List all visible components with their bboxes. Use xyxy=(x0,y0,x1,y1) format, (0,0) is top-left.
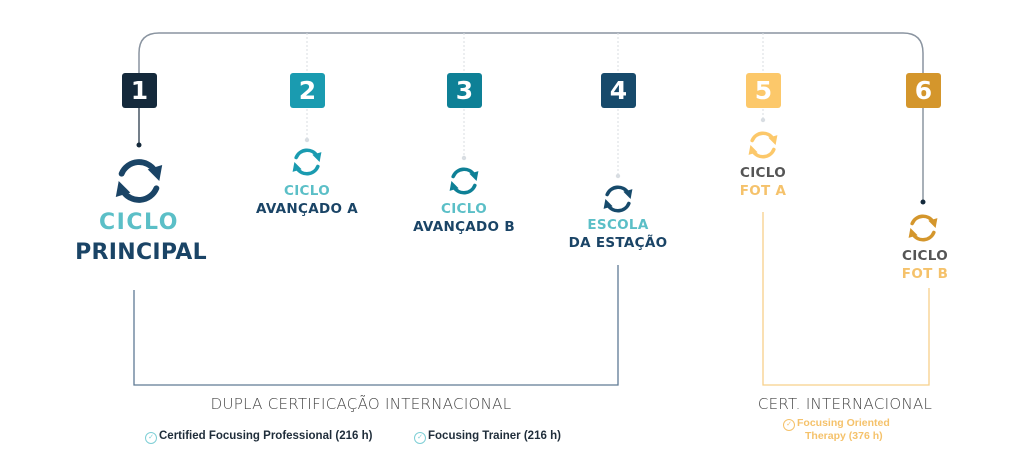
step-2-title: CICLO xyxy=(284,183,330,199)
step-5-title: CICLO xyxy=(740,165,786,181)
cycle-arrows-icon xyxy=(905,210,941,246)
cycle-arrows-icon xyxy=(745,127,781,163)
cycle-arrows-icon xyxy=(289,144,325,180)
step-5-subtitle: FOT A xyxy=(739,183,787,199)
cert-label: Focusing Oriented xyxy=(797,417,890,429)
check-badge-icon: ✓ xyxy=(783,419,795,431)
step-2-badge: 2 xyxy=(290,73,325,108)
step-1-badge: 1 xyxy=(122,73,157,108)
step-3-badge: 3 xyxy=(447,73,482,108)
check-badge-icon: ✓ xyxy=(145,432,157,444)
cert-item: ✓Certified Focusing Professional (216 h) xyxy=(145,430,372,444)
check-badge-icon: ✓ xyxy=(414,432,426,444)
step-3-title: CICLO xyxy=(441,201,487,217)
step-2-subtitle: AVANÇADO A xyxy=(256,201,358,217)
fot-cert-line1: ✓Focusing Oriented xyxy=(783,417,890,431)
step-4-badge: 4 xyxy=(601,73,636,108)
cycle-arrows-icon xyxy=(600,181,636,217)
fot-cert-line2: Therapy (376 h) xyxy=(805,430,883,442)
step-6-subtitle: FOT B xyxy=(901,266,949,282)
cert-label: Certified Focusing Professional (216 h) xyxy=(159,430,373,442)
cert-label: Focusing Trainer (216 h) xyxy=(428,430,561,442)
cycle-arrows-icon xyxy=(446,163,482,199)
step-6-badge: 6 xyxy=(906,73,941,108)
international-certification-title: CERT. INTERNACIONAL xyxy=(757,395,933,413)
step-4-subtitle: DA ESTAÇÃO xyxy=(568,235,668,251)
step-6-title: CICLO xyxy=(902,248,948,264)
step-4-title: ESCOLA xyxy=(587,217,649,233)
step-1-subtitle: PRINCIPAL xyxy=(75,240,207,265)
cycle-arrows-icon xyxy=(110,152,168,210)
step-5-badge: 5 xyxy=(746,73,781,108)
cert-item: ✓Focusing Trainer (216 h) xyxy=(414,430,561,444)
dual-certification-title: DUPLA CERTIFICAÇÃO INTERNACIONAL xyxy=(210,395,512,413)
step-1-title: CICLO xyxy=(99,210,179,235)
step-3-subtitle: AVANÇADO B xyxy=(413,219,515,235)
